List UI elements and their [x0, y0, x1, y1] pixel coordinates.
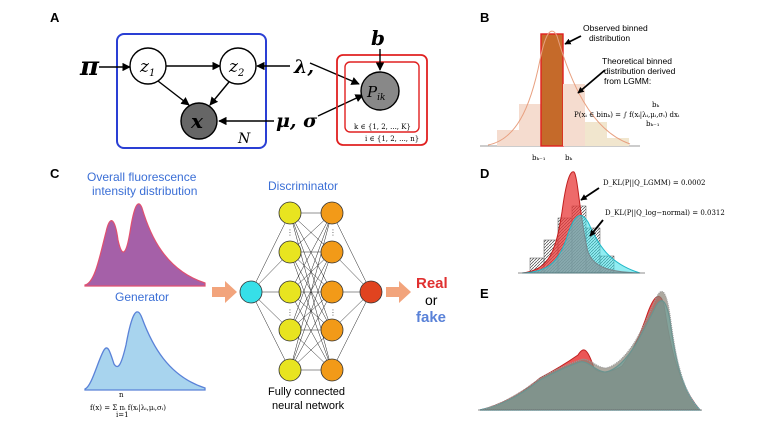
- output-node: [359, 280, 383, 304]
- panel-e: E: [478, 286, 702, 411]
- n-label: N: [237, 131, 251, 147]
- real-label: Real: [416, 275, 448, 292]
- b-tick-right: bₖ: [565, 154, 572, 162]
- d-arrow-lgmm: [580, 187, 600, 201]
- generator-label: Generator: [115, 290, 169, 304]
- d-kl-lognormal: D_KL(P||Q_log−normal) = 0.0312: [605, 209, 725, 217]
- mu-sigma-symbol: μ, σ: [276, 110, 318, 132]
- ellipsis-dots: ⋮: [286, 308, 294, 317]
- lambda-symbol: λ,: [293, 56, 314, 78]
- panel-label-b: B: [480, 10, 489, 25]
- panel-label-d: D: [480, 166, 489, 181]
- node-z2: [219, 47, 257, 85]
- b-lgmm-curve: [487, 30, 631, 146]
- b-theoretical-line1: Theoretical binned: [602, 56, 672, 66]
- overall-distribution: [84, 203, 206, 287]
- mixture-formula: f(x) = Σ πᵢ f(xᵢ|λᵢ,μᵢ,σᵢ): [90, 404, 166, 412]
- hidden1-node: [278, 280, 302, 304]
- arrow-z2-x: [209, 81, 230, 106]
- b-arrow-theoretical: [577, 69, 606, 94]
- b-bin-1: [497, 130, 519, 146]
- d-lognormal-curve: [521, 215, 641, 274]
- panel-d: D D_KL(P||Q_LGMM) = 0.0002 D_KL(P||Q_log…: [480, 166, 725, 274]
- x-label: x: [190, 109, 204, 133]
- arrow-lambda-p: [309, 62, 360, 85]
- b-bin-4: [563, 84, 585, 146]
- b-bin-5: [585, 122, 607, 146]
- b-tick-left: bₖ₋₁: [532, 154, 546, 162]
- network-line1: Fully connected: [268, 386, 345, 398]
- i-range: i ∈ {1, 2, ..., n}: [365, 135, 419, 143]
- arrow-to-input: [212, 281, 237, 303]
- node-x: [180, 102, 218, 140]
- b-bin-2: [519, 104, 541, 146]
- plate-n-red: [336, 54, 428, 146]
- hidden1-node: [278, 358, 302, 382]
- hidden1-node: [278, 201, 302, 225]
- b-formula: P(xᵢ ∈ binₖ) = ∫ f(xᵢ|λᵢ,μᵢ,σᵢ) dxᵢ: [574, 111, 680, 119]
- b-symbol: b: [371, 26, 385, 50]
- b-int-upper: bₖ: [652, 101, 659, 109]
- arrow-z1-x: [157, 80, 190, 106]
- hidden2-node: [320, 318, 344, 342]
- panel-label-e: E: [480, 286, 489, 301]
- b-bin-6: [607, 138, 629, 146]
- plate-n: [116, 33, 267, 149]
- hidden1-node: [278, 318, 302, 342]
- hidden1-node: [278, 240, 302, 264]
- node-pik: [360, 71, 400, 111]
- b-arrow-observed: [564, 35, 582, 45]
- panel-c: C Overall fluorescence intensity distrib…: [50, 166, 448, 419]
- hidden2-node: [320, 201, 344, 225]
- b-bin-highlight: [540, 33, 564, 147]
- input-node: [239, 280, 263, 304]
- z1-label: z1: [139, 57, 155, 79]
- panel-a: A π z1 z2 x N λ, μ, σ b Pik k ∈ {1, 2, .…: [50, 10, 428, 149]
- z2-label: z2: [228, 57, 244, 79]
- d-arrow-lognormal: [589, 219, 604, 237]
- or-label: or: [425, 292, 438, 308]
- overall-line1: Overall fluorescence: [87, 170, 197, 184]
- arrow-to-output: [386, 281, 411, 303]
- network-edges: [250, 212, 372, 371]
- fake-label: fake: [416, 309, 446, 326]
- b-observed-line1: Observed binned: [583, 23, 648, 33]
- hidden2-node: [320, 280, 344, 304]
- b-observed-line2: distribution: [589, 33, 630, 43]
- plate-k-red: [344, 61, 420, 133]
- overall-line2: intensity distribution: [92, 184, 197, 198]
- ellipsis-dots: ⋮: [329, 308, 337, 317]
- b-theoretical-line2: distribution derived: [604, 66, 676, 76]
- e-observed-hist: [479, 290, 702, 411]
- ellipsis-dots: ⋮: [329, 228, 337, 237]
- b-theoretical-line3: from LGMM:: [604, 76, 651, 86]
- hidden2-node: [320, 240, 344, 264]
- ellipsis-dots: ⋮: [286, 228, 294, 237]
- pik-label: Pik: [366, 83, 385, 103]
- panel-label-c: C: [50, 166, 60, 181]
- b-int-lower: bₖ₋₁: [646, 120, 660, 128]
- k-range: k ∈ {1, 2, ..., K}: [354, 123, 411, 131]
- d-kl-lgmm: D_KL(P||Q_LGMM) = 0.0002: [603, 179, 706, 187]
- hidden2-node: [320, 358, 344, 382]
- panel-b: B Observed binned distribution Theoretic…: [480, 10, 680, 162]
- pi-symbol: π: [79, 52, 100, 82]
- network-line2: neural network: [272, 400, 345, 412]
- network: ⋮ ⋮ ⋮ ⋮: [239, 201, 383, 382]
- panel-label-a: A: [50, 10, 60, 25]
- discriminator-label: Discriminator: [268, 179, 338, 193]
- arrow-mu-p: [317, 94, 364, 117]
- generated-distribution: [84, 311, 206, 391]
- sum-lower: i=1: [116, 411, 129, 419]
- sum-upper: n: [119, 391, 124, 399]
